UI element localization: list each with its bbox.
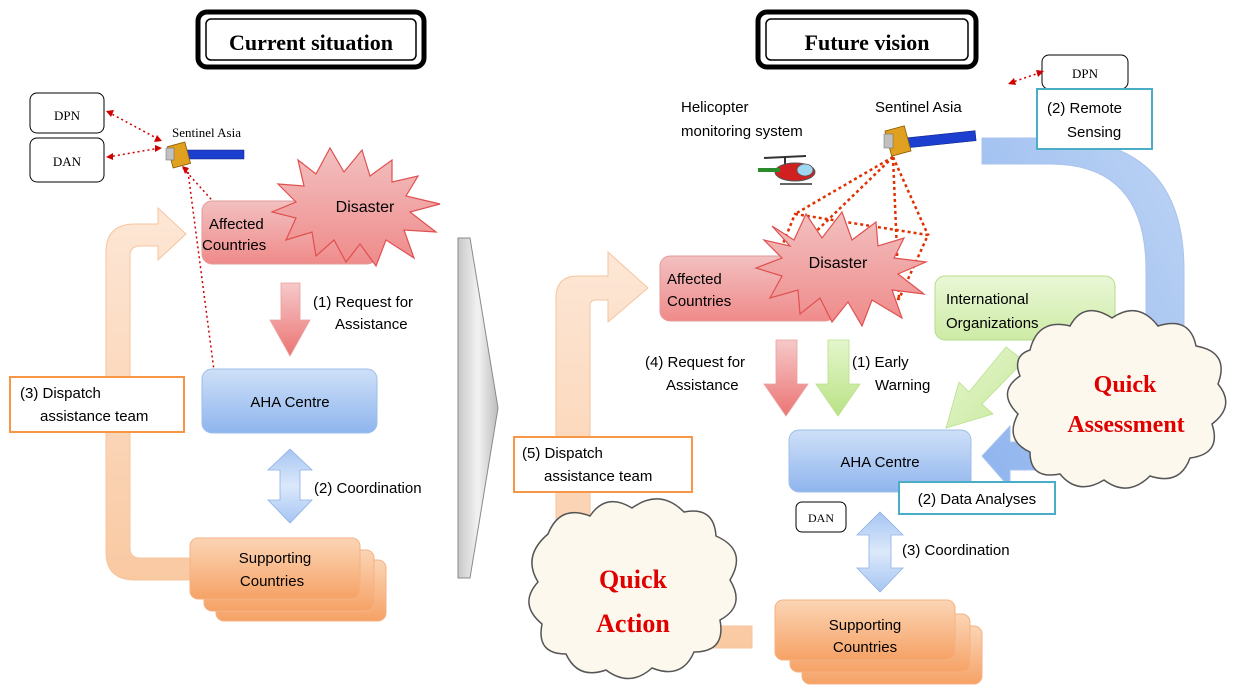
right-supporting-countries-stack: Supporting Countries [774,599,983,685]
right-aha-centre-box: AHA Centre [788,429,972,493]
left-dan-label: DAN [53,154,82,169]
right-title: Future vision [805,30,930,55]
intl-organizations-box: International Organizations [934,275,1116,341]
quick-assessment-cloud: Quick Assessment [1006,309,1227,489]
left-affected-line1: Affected [209,216,264,233]
left-title-box: Current situation [195,9,427,70]
left-coordination-arrow [267,448,313,524]
right-affected-line1: Affected [667,271,722,288]
right-dpn-link [1009,71,1043,84]
left-coordination-label: (2) Coordination [314,480,422,497]
right-dan-box: DAN [795,501,847,533]
right-dispatch-line2: assistance team [544,468,652,485]
right-dan-label: DAN [808,511,834,525]
left-supporting-line2: Countries [240,573,304,590]
quick-assessment-line1: Quick [1094,372,1157,398]
data-analyses-box: (2) Data Analyses [898,481,1056,515]
right-title-box: Future vision [755,9,979,70]
early-warning-line2: Warning [875,377,930,394]
intl-line1: International [946,291,1029,308]
right-affected-line2: Countries [667,293,731,310]
left-dpn-label: DPN [54,108,81,123]
right-request-arrow [763,339,809,417]
right-remote-line1: (2) Remote [1047,100,1122,117]
left-satellite-icon [165,141,245,169]
left-dispatch-box: (3) Dispatch assistance team [9,376,185,433]
right-disaster-burst: Disaster [754,210,929,328]
right-helicopter-line1: Helicopter [681,99,749,116]
right-aha-label: AHA Centre [840,454,919,471]
left-dispatch-line1: (3) Dispatch [20,385,101,402]
right-dispatch-line1: (5) Dispatch [522,445,603,462]
early-warning-arrow [815,339,861,417]
right-disaster-label: Disaster [809,255,868,272]
left-dan-box: DAN [29,137,105,183]
left-disaster-burst: Disaster [270,146,441,268]
quick-action-line2: Action [596,609,670,638]
left-aha-centre-box: AHA Centre [201,368,378,434]
left-title: Current situation [229,30,393,55]
right-supporting-line1: Supporting [829,617,902,634]
left-dispatch-arrow [105,206,191,581]
right-helicopter-line2: monitoring system [681,123,803,140]
left-request-line2: Assistance [335,316,408,333]
right-supporting-line2: Countries [833,639,897,656]
helicopter-icon [758,155,816,185]
left-dispatch-line2: assistance team [40,408,148,425]
right-coordination-label: (3) Coordination [902,542,1010,559]
right-dpn-link-head-b [1036,70,1044,77]
left-sentinel-label: Sentinel Asia [172,125,241,140]
quick-assessment-line2: Assessment [1067,412,1184,438]
quick-action-line1: Quick [599,565,667,594]
transition-arrow [457,237,499,579]
right-dispatch-box: (5) Dispatch assistance team [513,436,693,493]
left-supporting-line1: Supporting [239,550,312,567]
right-request-line2: Assistance [666,377,739,394]
right-request-line1: (4) Request for [645,354,745,371]
intl-to-aha-arrow [945,346,1025,429]
left-supporting-countries-stack: Supporting Countries [189,537,387,622]
left-request-line1: (1) Request for [313,294,413,311]
right-satellite-icon [883,125,977,157]
right-remote-line2: Sensing [1067,124,1121,141]
right-dpn-box: DPN [1041,54,1129,90]
right-sentinel-label: Sentinel Asia [875,99,962,116]
left-disaster-label: Disaster [336,199,395,216]
right-dpn-label: DPN [1072,66,1099,81]
right-remote-sensing-box: (2) Remote Sensing [1036,88,1153,150]
left-request-arrow [269,282,311,357]
data-analyses-label: (2) Data Analyses [918,491,1036,508]
right-dpn-link-head-a [1008,78,1016,85]
left-aha-label: AHA Centre [250,394,329,411]
right-coordination-arrow [856,511,904,593]
right-sensing-cone [768,155,930,301]
quick-action-cloud: Quick Action [528,498,738,680]
left-affected-line2: Countries [202,237,266,254]
intl-line2: Organizations [946,315,1039,332]
early-warning-line1: (1) Early [852,354,909,371]
left-dpn-box: DPN [29,92,105,134]
